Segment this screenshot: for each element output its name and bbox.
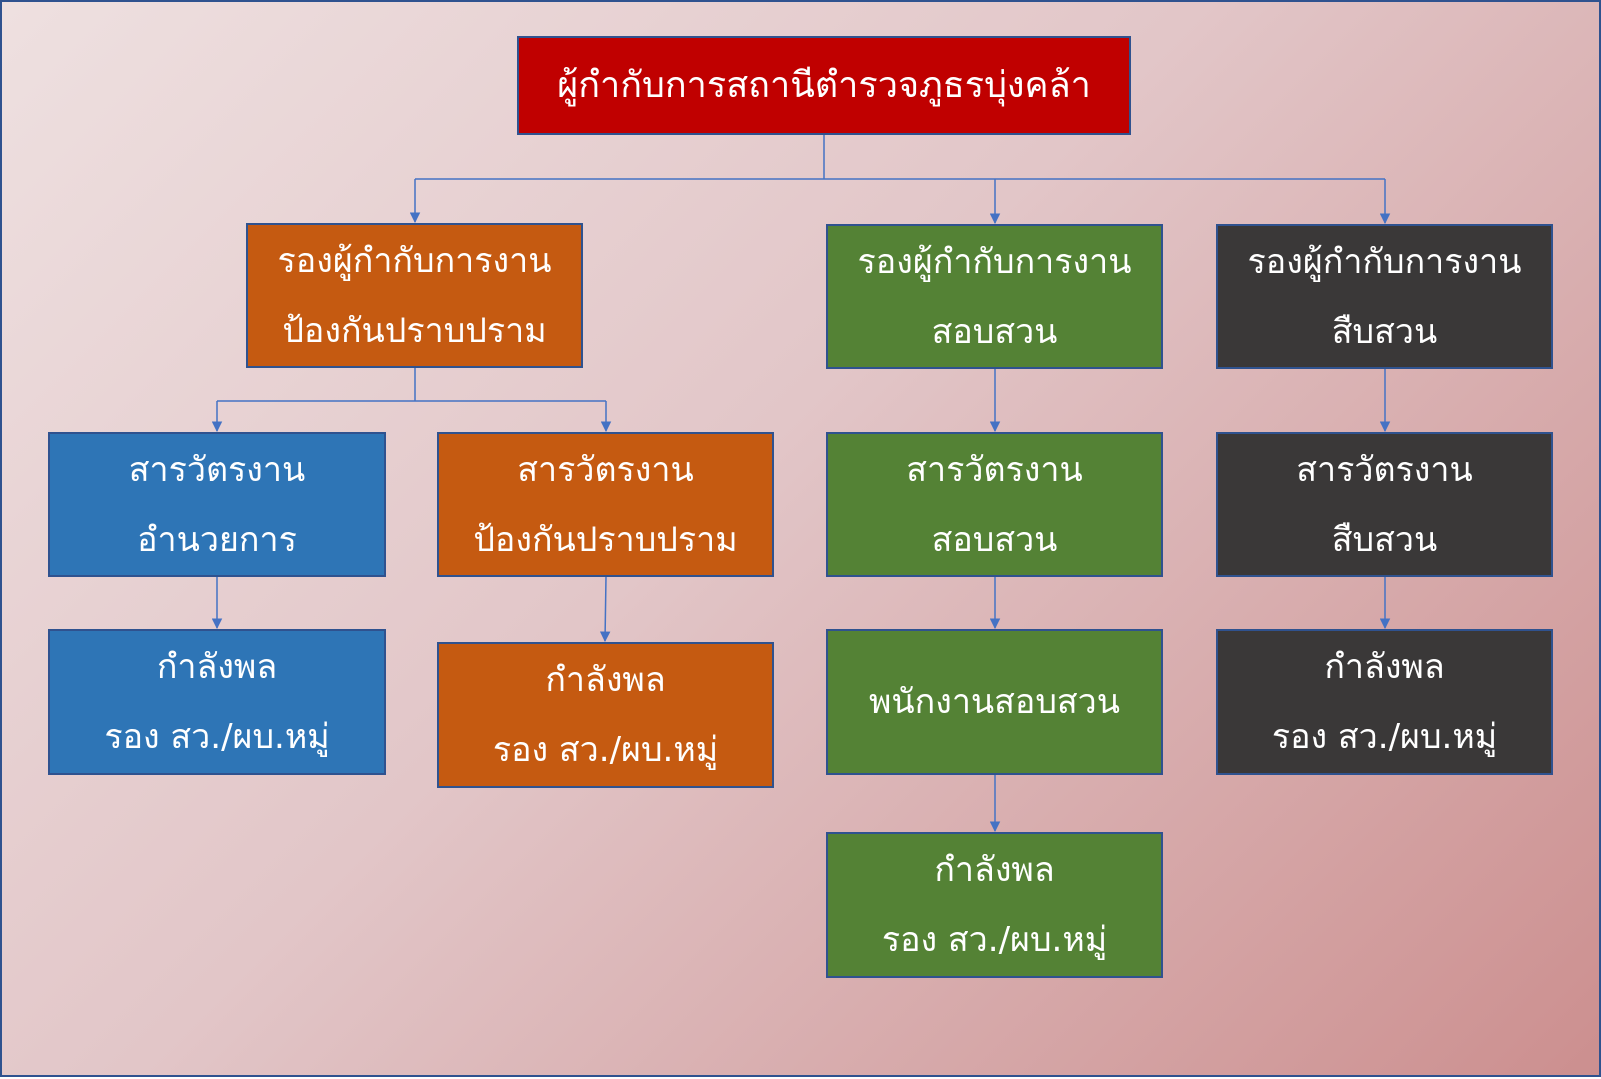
- node-label: รอง สว./ผบ.หมู่: [1271, 717, 1498, 757]
- node-label: ป้องกันปราบปราม: [282, 310, 547, 351]
- node-label: สารวัตรงาน: [128, 449, 306, 490]
- node-staff-admin: กำลังพล รอง สว./ผบ.หมู่: [48, 629, 386, 775]
- node-inspector-investigation: สารวัตรงาน สืบสวน: [1216, 432, 1553, 577]
- node-staff-investigation: กำลังพล รอง สว./ผบ.หมู่: [1216, 629, 1553, 775]
- node-label: รองผู้กำกับการงาน: [1247, 241, 1522, 282]
- node-label: สารวัตรงาน: [517, 449, 694, 490]
- node-label: สอบสวน: [931, 519, 1058, 560]
- node-label: กำลังพล: [156, 647, 278, 687]
- node-inspector-prevention: สารวัตรงาน ป้องกันปราบปราม: [437, 432, 774, 577]
- node-label: รอง สว./ผบ.หมู่: [104, 717, 330, 757]
- node-staff-inquiry: กำลังพล รอง สว./ผบ.หมู่: [826, 832, 1163, 978]
- node-inquiry-officer: พนักงานสอบสวน: [826, 629, 1163, 775]
- node-label: กำลังพล: [1324, 647, 1445, 687]
- node-inspector-inquiry: สารวัตรงาน สอบสวน: [826, 432, 1163, 577]
- node-label: สืบสวน: [1331, 311, 1438, 352]
- node-label: พนักงานสอบสวน: [868, 682, 1120, 722]
- node-deputy-prevention: รองผู้กำกับการงาน ป้องกันปราบปราม: [246, 223, 583, 368]
- node-label: รองผู้กำกับการงาน: [277, 240, 552, 281]
- node-label: สารวัตรงาน: [1296, 449, 1473, 490]
- node-staff-prevention: กำลังพล รอง สว./ผบ.หมู่: [437, 642, 774, 788]
- node-label: อำนวยการ: [137, 519, 297, 560]
- node-label: รอง สว./ผบ.หมู่: [492, 730, 719, 770]
- node-label: กำลังพล: [545, 660, 666, 700]
- node-label: สารวัตรงาน: [906, 449, 1083, 490]
- node-superintendent: ผู้กำกับการสถานีตำรวจภูธรบุ่งคล้า: [517, 36, 1131, 135]
- node-label: ผู้กำกับการสถานีตำรวจภูธรบุ่งคล้า: [557, 64, 1091, 106]
- node-inspector-admin: สารวัตรงาน อำนวยการ: [48, 432, 386, 577]
- node-deputy-investigation: รองผู้กำกับการงาน สืบสวน: [1216, 224, 1553, 369]
- node-label: รองผู้กำกับการงาน: [857, 241, 1132, 282]
- node-label: รอง สว./ผบ.หมู่: [881, 920, 1108, 960]
- node-label: กำลังพล: [934, 850, 1055, 890]
- node-label: ป้องกันปราบปราม: [473, 519, 738, 560]
- node-label: สอบสวน: [931, 311, 1058, 352]
- node-deputy-inquiry: รองผู้กำกับการงาน สอบสวน: [826, 224, 1163, 369]
- node-label: สืบสวน: [1331, 519, 1438, 560]
